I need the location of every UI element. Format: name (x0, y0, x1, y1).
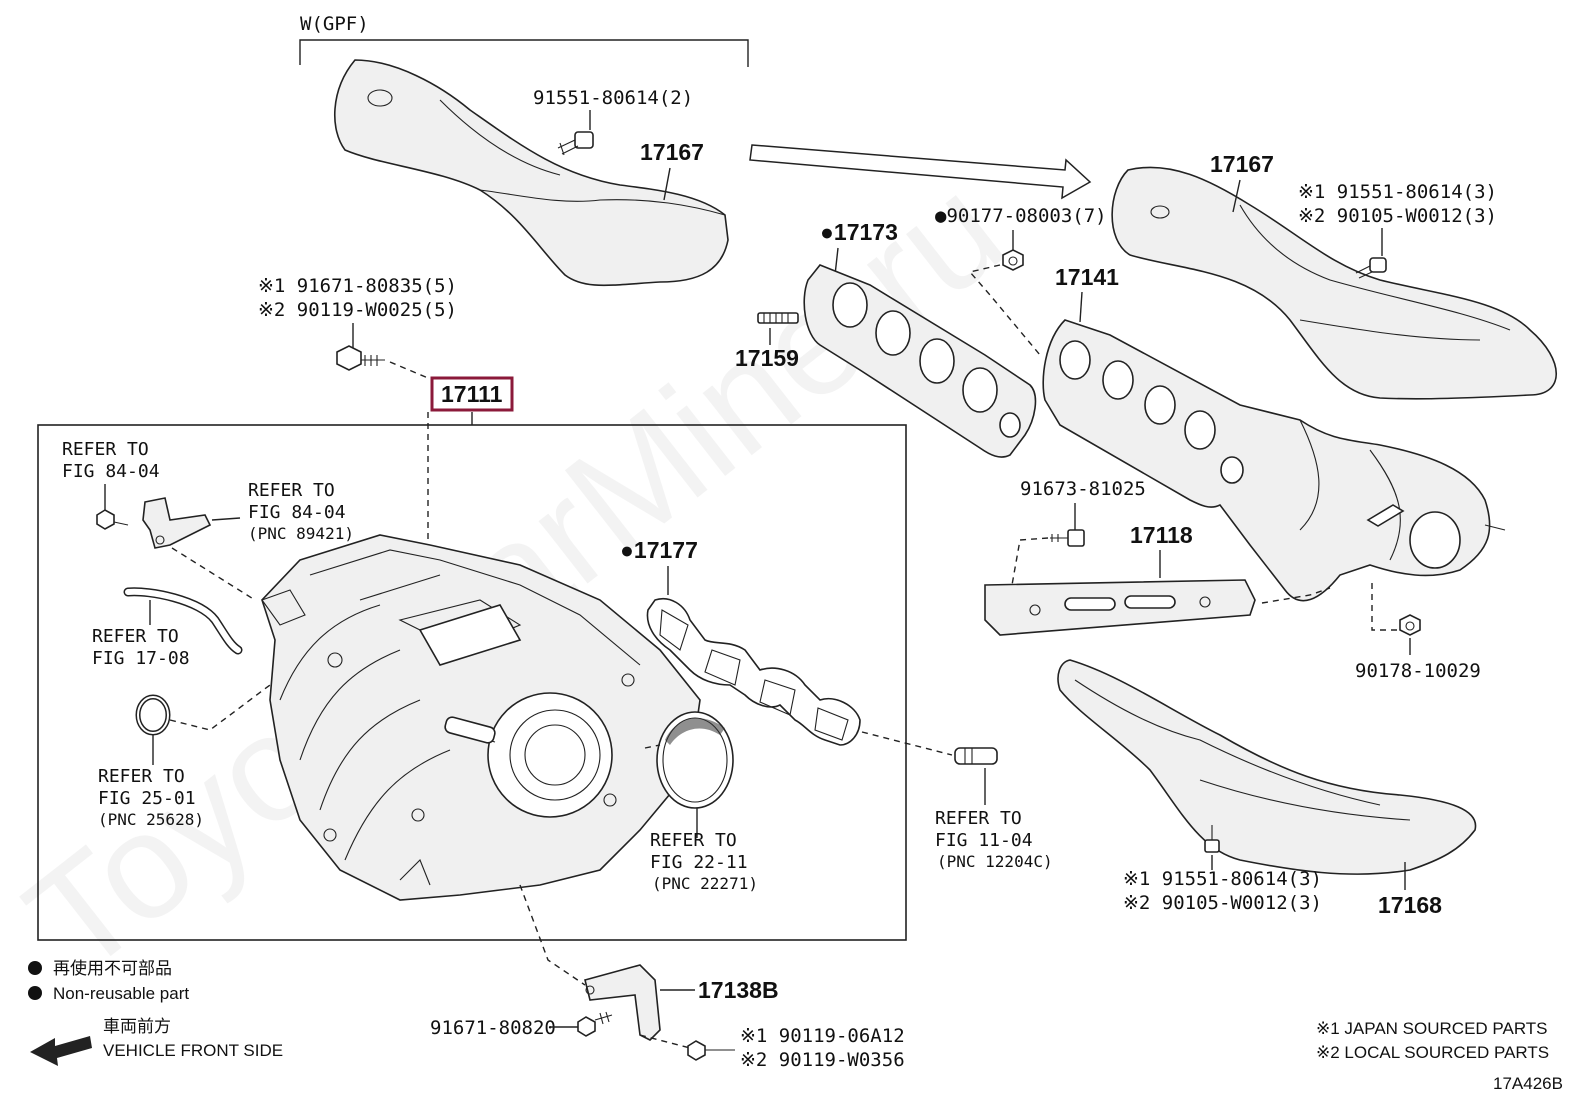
bolt-91551-top[interactable] (557, 110, 594, 156)
bolt-ref1[interactable] (96, 509, 129, 530)
front-arrow-icon (30, 1036, 92, 1066)
ref4-a: REFER TO (98, 766, 185, 787)
bolt-91671-bottom[interactable] (577, 1011, 613, 1037)
diagram-code: 17A426B (1493, 1074, 1563, 1093)
label-91673: 91673-81025 (1020, 478, 1146, 500)
label-90119-l: ※2 90119-W0356 (740, 1049, 905, 1071)
ref4-c: (PNC 25628) (98, 810, 204, 829)
ref5-c: (PNC 22271) (652, 874, 758, 893)
label-17173: ●17173 (820, 219, 898, 245)
stud-17159[interactable] (757, 312, 799, 345)
ref4-b: FIG 25-01 (98, 788, 196, 809)
ref6-c: (PNC 12204C) (937, 852, 1053, 871)
label-90119-j: ※1 90119-06A12 (740, 1025, 905, 1047)
label-17159: 17159 (735, 345, 799, 371)
svg-text:Non-reusable part: Non-reusable part (53, 984, 189, 1003)
label-17167-right: 17167 (1210, 151, 1274, 177)
label-17111: 17111 (441, 381, 503, 407)
legend-vehicle-front: 車両前方 VEHICLE FRONT SIDE (30, 1017, 283, 1066)
heat-insulator-17167-left[interactable] (333, 59, 729, 287)
label-17168-l: ※2 90105-W0012(3) (1123, 892, 1322, 914)
ref5-a: REFER TO (650, 830, 737, 851)
label-17118: 17118 (1130, 522, 1193, 548)
ref5-b: FIG 22-11 (650, 852, 748, 873)
label-90177: ●90177-08003(7) (935, 205, 1107, 227)
heat-insulator-17167-right[interactable] (1111, 166, 1557, 400)
stay-17118[interactable] (984, 579, 1256, 636)
label-91671-top-l: ※2 90119-W0025(5) (258, 299, 457, 321)
label-91551-top: 91551-80614(2) (533, 87, 693, 109)
throttle-gasket-ref5[interactable] (656, 711, 734, 809)
ref1-a: REFER TO (62, 439, 149, 460)
highlight-17111[interactable]: 17111 (430, 376, 514, 412)
heat-insulator-17168[interactable] (1057, 659, 1477, 875)
bolt-91551-right[interactable] (1355, 228, 1387, 279)
stud-ref6[interactable] (954, 747, 998, 765)
label-17167-left: 17167 (640, 139, 704, 165)
svg-text:車両前方: 車両前方 (103, 1017, 171, 1036)
legend-non-reusable: 再使用不可部品 Non-reusable part (28, 958, 189, 1003)
clamp-ref4[interactable] (135, 694, 171, 736)
ref1-b: FIG 84-04 (62, 461, 160, 482)
bolt-91671-top[interactable] (336, 345, 385, 371)
label-17168-j: ※1 91551-80614(3) (1123, 868, 1322, 890)
label-17177: ●17177 (620, 537, 698, 563)
bolt-90119[interactable] (687, 1040, 735, 1061)
sensor-bracket[interactable] (142, 497, 212, 549)
intake-manifold-17111[interactable] (261, 534, 701, 901)
label-wgpf: W(GPF) (300, 13, 369, 35)
legend-sourcing: ※1 JAPAN SOURCED PARTS ※2 LOCAL SOURCED … (1316, 1019, 1549, 1062)
ref2-b: FIG 84-04 (248, 502, 346, 523)
svg-text:※2 LOCAL SOURCED PARTS: ※2 LOCAL SOURCED PARTS (1316, 1043, 1549, 1062)
svg-text:※1 JAPAN SOURCED PARTS: ※1 JAPAN SOURCED PARTS (1316, 1019, 1548, 1038)
svg-text:再使用不可部品: 再使用不可部品 (53, 958, 172, 978)
gasket-17177[interactable] (646, 598, 861, 746)
gasket-17173[interactable] (803, 264, 1037, 458)
exhaust-manifold-17141[interactable] (1042, 319, 1506, 602)
nut-90177[interactable] (1002, 249, 1024, 271)
label-17168: 17168 (1378, 892, 1442, 918)
bracket-wgpf: W(GPF) (299, 13, 749, 67)
arrow-big (749, 144, 1092, 200)
ref3-a: REFER TO (92, 626, 179, 647)
ref6-b: FIG 11-04 (935, 830, 1033, 851)
bolt-91551-lower[interactable] (1204, 825, 1220, 870)
hose-ref3[interactable] (123, 587, 243, 655)
bracket-17138b[interactable] (584, 964, 661, 1041)
svg-text:VEHICLE FRONT SIDE: VEHICLE FRONT SIDE (103, 1041, 283, 1060)
ref2-c: (PNC 89421) (248, 524, 354, 543)
label-91671-top-j: ※1 91671-80835(5) (258, 275, 457, 297)
ref6-a: REFER TO (935, 808, 1022, 829)
ref3-b: FIG 17-08 (92, 648, 190, 669)
label-17138b: 17138B (698, 977, 779, 1003)
label-17167-right-j: ※1 91551-80614(3) (1298, 181, 1497, 203)
nut-90178[interactable] (1399, 614, 1421, 636)
label-90178: 90178-10029 (1355, 660, 1481, 682)
label-91671-bottom: 91671-80820 (430, 1017, 556, 1039)
ref2-a: REFER TO (248, 480, 335, 501)
label-17167-right-l: ※2 90105-W0012(3) (1298, 205, 1497, 227)
label-17141: 17141 (1055, 264, 1119, 290)
group-box (37, 424, 907, 941)
bolt-91673[interactable] (1050, 529, 1085, 547)
